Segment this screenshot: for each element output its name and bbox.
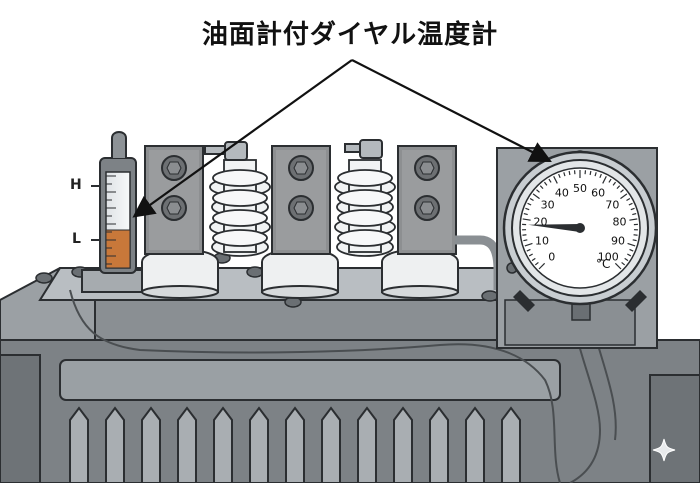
radiator-fin xyxy=(178,408,196,483)
oil-level-fill xyxy=(106,230,130,268)
dial-tick-label: 30 xyxy=(541,198,555,211)
radiator-fin xyxy=(466,408,484,483)
radiator-fin xyxy=(142,408,160,483)
dial-tick-label: 0 xyxy=(548,250,555,263)
insulator xyxy=(335,160,395,256)
dial-tick-label: 60 xyxy=(591,186,605,199)
radiator-fin xyxy=(502,408,520,483)
dial-tick-label: 40 xyxy=(555,186,569,199)
insulator xyxy=(210,160,270,256)
radiator-fin xyxy=(394,408,412,483)
radiator-fin xyxy=(358,408,376,483)
radiator-fin xyxy=(106,408,124,483)
terminal-plate xyxy=(272,146,330,254)
radiator-fin xyxy=(70,408,88,483)
diagram-title: 油面計付ダイヤル温度計 xyxy=(0,14,700,51)
dial-tick-label: 50 xyxy=(573,182,587,195)
radiator-fin xyxy=(430,408,448,483)
terminal-plate xyxy=(398,146,456,254)
dial-tick-label: 10 xyxy=(535,234,549,247)
dial-tick-label: 80 xyxy=(613,216,627,229)
oil-level-low-label: L xyxy=(72,231,81,247)
dial-unit-label: °C xyxy=(596,257,610,271)
radiator-fin xyxy=(250,408,268,483)
terminal-plate xyxy=(145,146,203,254)
oil-level-high-label: H xyxy=(70,177,82,193)
radiator xyxy=(0,340,700,483)
radiator-fin xyxy=(286,408,304,483)
dial-tick-label: 70 xyxy=(605,198,619,211)
dial-tick-label: 90 xyxy=(611,234,625,247)
radiator-fin xyxy=(214,408,232,483)
terminal-plates xyxy=(145,146,456,254)
radiator-fin xyxy=(322,408,340,483)
